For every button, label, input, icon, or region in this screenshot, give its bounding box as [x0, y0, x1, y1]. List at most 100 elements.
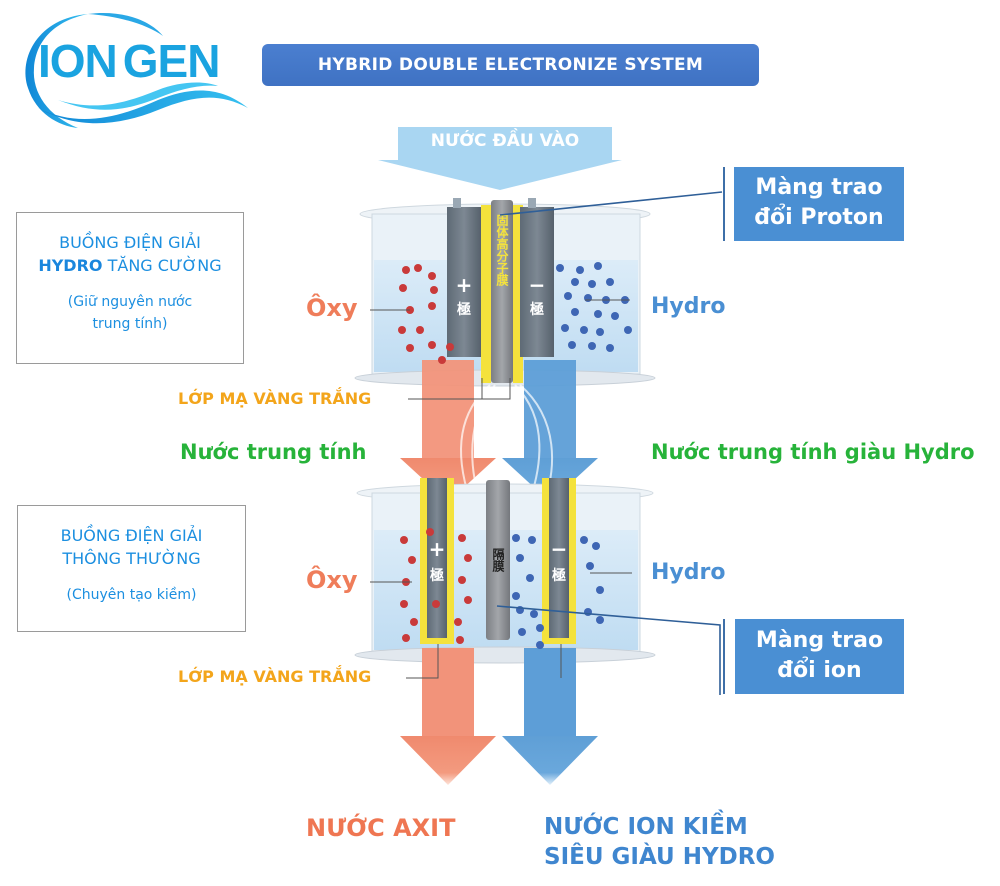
pem-callout-line1: Màng trao [755, 175, 883, 200]
bubble [426, 528, 434, 536]
bubble [606, 278, 614, 286]
iem-callout-line1: Màng trao [755, 628, 884, 653]
bubble [428, 302, 436, 310]
bubble [456, 636, 464, 644]
bubble [571, 278, 579, 286]
upper-info-sub: (Giữ nguyên nước trung tính) [17, 291, 243, 335]
lower-oxygen-bubbles [400, 528, 472, 644]
bubble [536, 641, 544, 649]
upper-chamber-info-box: BUỒNG ĐIỆN GIẢI HYDRO TĂNG CƯỜNG (Giữ ng… [16, 212, 244, 364]
lower-membrane-leader [496, 605, 721, 695]
upper-info-line1: BUỒNG ĐIỆN GIẢI [59, 233, 201, 252]
upper-info-line2: HYDRO TĂNG CƯỜNG [17, 254, 243, 277]
system-title-banner: HYBRID DOUBLE ELECTRONIZE SYSTEM [262, 44, 759, 86]
bubble [594, 310, 602, 318]
bubble [458, 534, 466, 542]
bubble [564, 292, 572, 300]
bubble [430, 286, 438, 294]
lower-anode-sign: + [429, 537, 446, 561]
lower-info-sub-line1: (Chuyên tạo kiềm) [66, 587, 197, 603]
inlet-water-label: NƯỚC ĐẦU VÀO [430, 131, 580, 151]
bubble [446, 343, 454, 351]
bubble [410, 618, 418, 626]
lower-oxygen-label: Ôxy [306, 566, 358, 594]
lower-cathode [542, 478, 576, 644]
bubble [624, 326, 632, 334]
upper-pem-membrane [481, 200, 523, 383]
bubble [428, 272, 436, 280]
bubble [576, 266, 584, 274]
bubble [512, 592, 520, 600]
alkaline-output-line1: NƯỚC ION KIỀM [544, 814, 748, 840]
lower-anode [420, 478, 454, 644]
upper-info-line2-rest: TĂNG CƯỜNG [102, 256, 222, 275]
upper-cathode-sign: − [529, 273, 546, 297]
iem-callout-line2: đổi ion [777, 658, 862, 683]
upper-cathode-char: 極 [530, 301, 544, 318]
inlet-arrow-icon [378, 127, 622, 190]
upper-cathode [520, 198, 554, 357]
bubble [398, 326, 406, 334]
bubble [594, 262, 602, 270]
bubble [580, 536, 588, 544]
bubble [406, 344, 414, 352]
ion-exchange-membrane-callout: Màng trao đổi ion [735, 619, 904, 694]
bubble [561, 324, 569, 332]
upper-info-sub-line2: trung tính) [92, 316, 168, 332]
bubble [458, 576, 466, 584]
bubble [400, 536, 408, 544]
bubble [526, 574, 534, 582]
bubble [400, 600, 408, 608]
bubble [512, 534, 520, 542]
bubble [464, 554, 472, 562]
hydrogen-rich-neutral-water-label: Nước trung tính giàu Hydro [651, 440, 975, 464]
bubble [580, 326, 588, 334]
bubble [454, 618, 462, 626]
bubble [571, 308, 579, 316]
neutral-water-label: Nước trung tính [180, 440, 367, 464]
bubble [596, 586, 604, 594]
bubble [464, 596, 472, 604]
bubble [516, 554, 524, 562]
lower-membrane-chars: 隔膜 [491, 547, 505, 573]
bubble [586, 562, 594, 570]
logo-gen-text: GEN [122, 35, 221, 87]
bubble [606, 344, 614, 352]
upper-info-hydro-bold: HYDRO [38, 256, 103, 275]
pem-callout-line2: đổi Proton [754, 205, 884, 230]
lower-ion-membrane [486, 480, 510, 640]
upper-hydrogen-label: Hydro [651, 294, 726, 319]
bubble [402, 634, 410, 642]
bubble [402, 266, 410, 274]
lower-chamber-info-box: BUỒNG ĐIỆN GIẢI THÔNG THƯỜNG (Chuyên tạo… [17, 505, 246, 632]
bubble [416, 326, 424, 334]
bubble [530, 610, 538, 618]
bubble [438, 356, 446, 364]
lower-anode-char: 極 [430, 567, 444, 584]
alkaline-output-line2: SIÊU GIÀU HYDRO [544, 844, 775, 870]
acid-water-output-label: NƯỚC AXIT [306, 814, 456, 842]
lower-cathode-char: 極 [552, 567, 566, 584]
upper-anode-sign: + [456, 273, 473, 297]
bubble [518, 628, 526, 636]
logo-swoosh-icon [25, 12, 248, 128]
alkaline-water-output-label: NƯỚC ION KIỀM SIÊU GIÀU HYDRO [544, 812, 775, 872]
bubble [584, 294, 592, 302]
lower-flow-arrows [400, 648, 598, 785]
upper-membrane-leader [499, 191, 723, 216]
proton-exchange-membrane-callout: Màng trao đổi Proton [734, 167, 904, 241]
bubble [432, 600, 440, 608]
upper-oxygen-label: Ôxy [306, 294, 358, 322]
bubble [428, 341, 436, 349]
bubble [568, 341, 576, 349]
bubble [584, 608, 592, 616]
bubble [536, 624, 544, 632]
bubble [408, 556, 416, 564]
lower-info-line1: BUỒNG ĐIỆN GIẢI [60, 526, 203, 545]
bubble [592, 542, 600, 550]
bubble [588, 280, 596, 288]
upper-plating-label: LỚP MẠ VÀNG TRẮNG [178, 389, 372, 408]
